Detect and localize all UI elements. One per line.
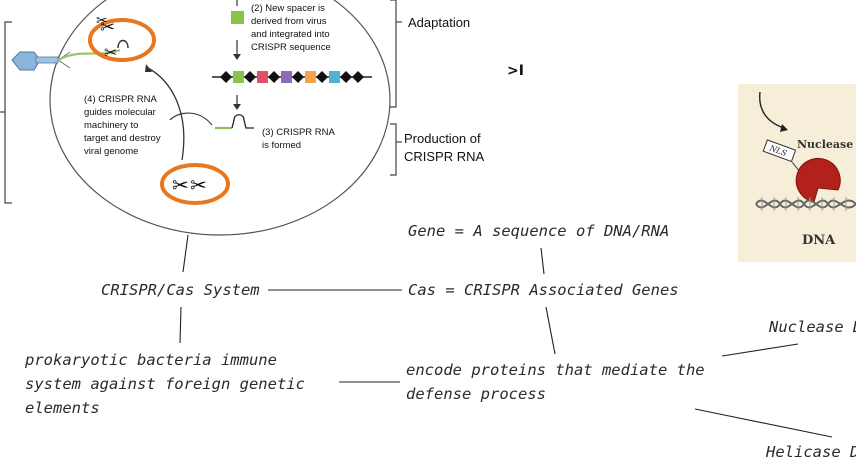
nuclease-illustration: NLS Nuclease DNA [755, 91, 856, 248]
crispr-figure: ✂ ✂ ✂ ✂ ✂ [0, 0, 833, 438]
virus-icon [11, 48, 121, 71]
step4-line4: target and destroy [84, 133, 161, 144]
nls-tag: NLS [762, 139, 797, 163]
step3-line1: (3) CRISPR RNA [262, 127, 336, 138]
cell-ellipse [49, 0, 391, 236]
crispr-rna-icon [215, 114, 254, 130]
scissors-circle-bottom: ✂ ✂ [160, 163, 230, 205]
svg-text:✂: ✂ [104, 43, 117, 62]
step2-line1: (2) New spacer is [251, 3, 325, 14]
curved-arrow [147, 67, 185, 161]
step4-line5: viral genome [84, 146, 138, 157]
step3-line2: is formed [262, 140, 301, 151]
svg-text:✂: ✂ [190, 173, 207, 197]
adaptation-label: Adaptation [408, 15, 470, 30]
crrna-arrow [169, 112, 213, 126]
note-crispr-cas: CRISPR/Cas System [101, 281, 260, 299]
scissors-icon: ✂ [96, 13, 108, 29]
adaptation-bracket [390, 0, 397, 108]
step4-line2: guides molecular [84, 107, 156, 118]
step4-line1: (4) CRISPR RNA [84, 94, 158, 105]
connector-lines [179, 234, 833, 438]
crispr-array [212, 71, 372, 83]
dna-label: DNA [802, 233, 836, 248]
nuclease-label: Nuclease [797, 138, 853, 151]
step2-line3: and integrated into [251, 29, 330, 40]
svg-text:✂: ✂ [172, 173, 189, 197]
note-gene: Gene = A sequence of DNA/RNA [408, 222, 670, 240]
dna-helix [755, 197, 856, 211]
left-bracket [4, 21, 12, 204]
note-cas: Cas = CRISPR Associated Genes [408, 281, 679, 299]
production-label-line1: Production of [404, 131, 481, 146]
production-label-line2: CRISPR RNA [404, 149, 485, 164]
step2-line4: CRISPR sequence [251, 42, 331, 53]
note-helicase: Helicase D [766, 443, 856, 461]
note-nuclease: Nuclease D [769, 318, 856, 336]
nuclease-image: NLS Nuclease DNA [738, 84, 856, 262]
new-spacer-square [231, 11, 244, 24]
production-bracket [390, 123, 397, 176]
note-prokaryotic: prokaryotic bacteria immune system again… [25, 351, 305, 417]
step2-line2: derived from virus [251, 16, 327, 27]
scissors-circle-top: ✂ ✂ [88, 17, 156, 62]
svg-text:✂: ✂ [100, 17, 115, 38]
note-encode: encode proteins that mediate the defense… [406, 361, 705, 403]
step4-line3: machinery to [84, 120, 138, 131]
cursor-glyph: >I [507, 63, 524, 79]
